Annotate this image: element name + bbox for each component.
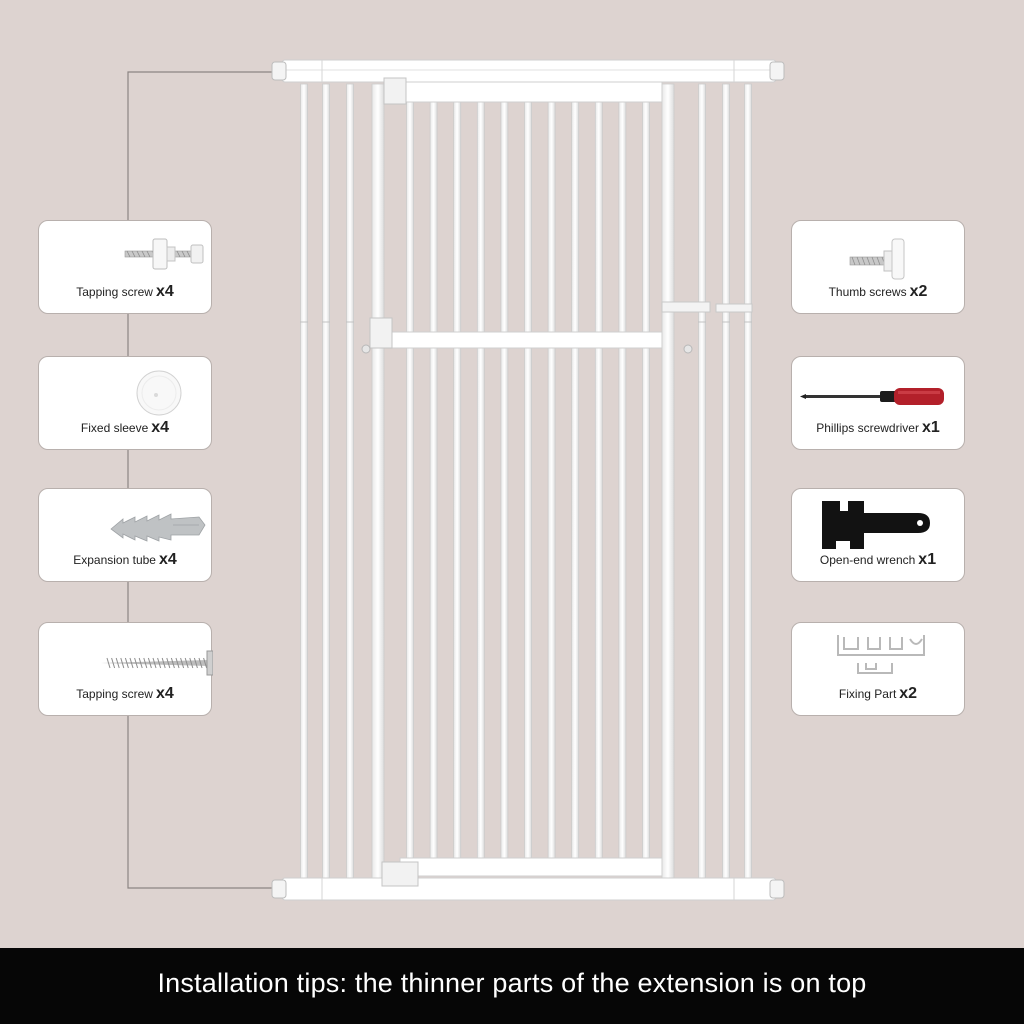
part-name: Fixed sleeve [80,421,149,435]
gate-bar [476,101,485,859]
gate-bar [453,101,462,859]
gate-bar [371,83,385,879]
part-name: Expansion tube [73,553,156,567]
gate-bar [547,101,556,859]
wall-mount-tapping-screw-icon [39,221,213,285]
part-quantity: x4 [158,551,177,568]
gate-bar [744,83,752,879]
gate-bar [698,83,706,879]
footer-bar: Installation tips: the thinner parts of … [0,948,1024,1024]
gate-bar [594,101,603,859]
top-rail [281,59,777,83]
part-quantity: x1 [921,419,940,436]
fixing-part-icon [792,623,966,687]
thumb-screw-icon [792,221,966,285]
bottom-rail [281,877,777,901]
part-quantity: x1 [918,551,937,568]
part-name: Thumb screws [828,285,907,299]
part-name: Tapping screw [76,285,153,299]
part-quantity: x4 [155,283,174,300]
gate-bars [300,83,752,879]
gate-bar [500,101,509,859]
part-quantity: x4 [151,419,170,436]
installation-tip-text: Installation tips: the thinner parts of … [157,968,867,998]
wrench-icon [792,489,966,553]
expansion-tube-icon [39,489,213,553]
gate-bar [722,83,730,879]
pet-gate-illustration [271,59,785,901]
screwdriver-icon [792,357,966,421]
gate-bar [571,101,580,859]
gate-bar [524,101,532,859]
bracket-line [127,71,272,889]
part-name: Tapping screw [76,687,153,701]
part-quantity: x4 [155,685,174,702]
gate-bar [300,83,308,879]
gate-bar [661,83,675,879]
part-quantity: x2 [909,283,928,300]
gate-bar [322,83,330,879]
part-name: Phillips screwdriver [816,421,919,435]
part-name: Fixing Part [838,687,897,701]
fixed-sleeve-icon [39,357,213,421]
gate-bar [406,101,414,859]
gate-bar [642,101,650,859]
part-name: Open-end wrench [819,553,916,567]
part-quantity: x2 [899,685,918,702]
wood-screw-icon [39,623,214,687]
gate-bar [618,101,627,859]
gate-bar [429,101,438,859]
gate-bar [346,83,354,879]
